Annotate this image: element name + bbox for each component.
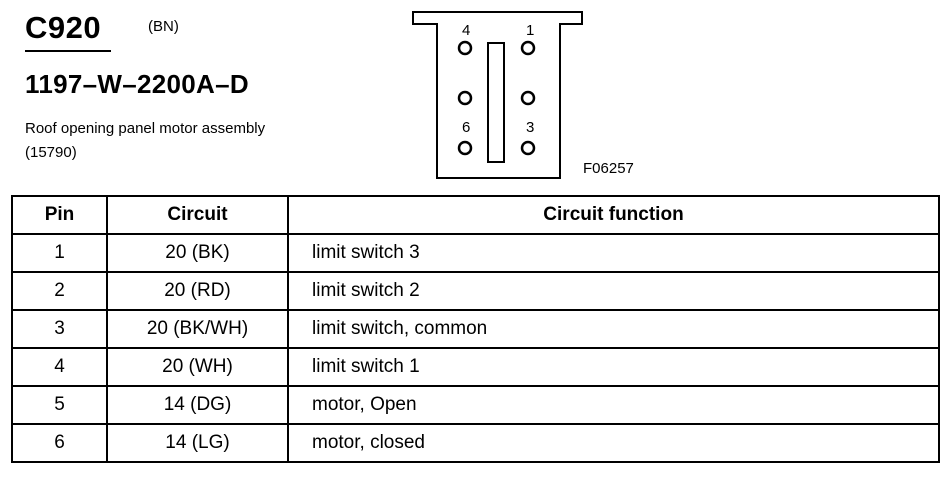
table-row: 3 20 (BK/WH) limit switch, common	[11, 309, 940, 349]
cell-circuit: 20 (BK/WH)	[106, 309, 289, 349]
table-header-row: Pin Circuit Circuit function	[11, 195, 940, 235]
pin-6-socket	[457, 140, 473, 156]
pin-label-bottom-left: 6	[462, 119, 470, 136]
header-circuit-function: Circuit function	[287, 195, 940, 235]
header-pin: Pin	[11, 195, 108, 235]
cell-function: limit switch 1	[287, 347, 940, 387]
cell-circuit: 14 (LG)	[106, 423, 289, 463]
cell-function: limit switch, common	[287, 309, 940, 349]
cell-function: motor, Open	[287, 385, 940, 425]
connector-id-underline	[25, 50, 111, 52]
connector-color: (BN)	[148, 18, 179, 35]
cell-circuit: 14 (DG)	[106, 385, 289, 425]
table-row: 4 20 (WH) limit switch 1	[11, 347, 940, 387]
cell-function: motor, closed	[287, 423, 940, 463]
description-line-2: (15790)	[25, 144, 77, 161]
connector-outline	[412, 11, 583, 179]
cell-circuit: 20 (RD)	[106, 271, 289, 311]
cell-circuit: 20 (BK)	[106, 233, 289, 273]
figure-id: F06257	[583, 160, 634, 177]
part-number: 1197–W–2200A–D	[25, 69, 249, 99]
cell-pin: 5	[11, 385, 108, 425]
pin-4-socket	[457, 40, 473, 56]
pin-table: Pin Circuit Circuit function 1 20 (BK) l…	[11, 195, 940, 463]
cell-function: limit switch 3	[287, 233, 940, 273]
cell-pin: 4	[11, 347, 108, 387]
pin-label-top-right: 1	[526, 22, 534, 39]
connector-face-diagram: 4 1 6 3 F06257	[412, 11, 634, 179]
pin-2-socket	[520, 90, 536, 106]
table-row: 5 14 (DG) motor, Open	[11, 385, 940, 425]
connector-center-key	[487, 42, 505, 163]
cell-function: limit switch 2	[287, 271, 940, 311]
connector-id: C920	[25, 10, 102, 45]
cell-circuit: 20 (WH)	[106, 347, 289, 387]
table-row: 1 20 (BK) limit switch 3	[11, 233, 940, 273]
pin-label-bottom-right: 3	[526, 119, 534, 136]
cell-pin: 1	[11, 233, 108, 273]
pin-1-socket	[520, 40, 536, 56]
cell-pin: 6	[11, 423, 108, 463]
description-line-1: Roof opening panel motor assembly	[25, 120, 266, 137]
pin-5-socket	[457, 90, 473, 106]
table-row: 6 14 (LG) motor, closed	[11, 423, 940, 463]
table-row: 2 20 (RD) limit switch 2	[11, 271, 940, 311]
cell-pin: 2	[11, 271, 108, 311]
header-circuit: Circuit	[106, 195, 289, 235]
pin-label-top-left: 4	[462, 22, 470, 39]
pin-3-socket	[520, 140, 536, 156]
cell-pin: 3	[11, 309, 108, 349]
